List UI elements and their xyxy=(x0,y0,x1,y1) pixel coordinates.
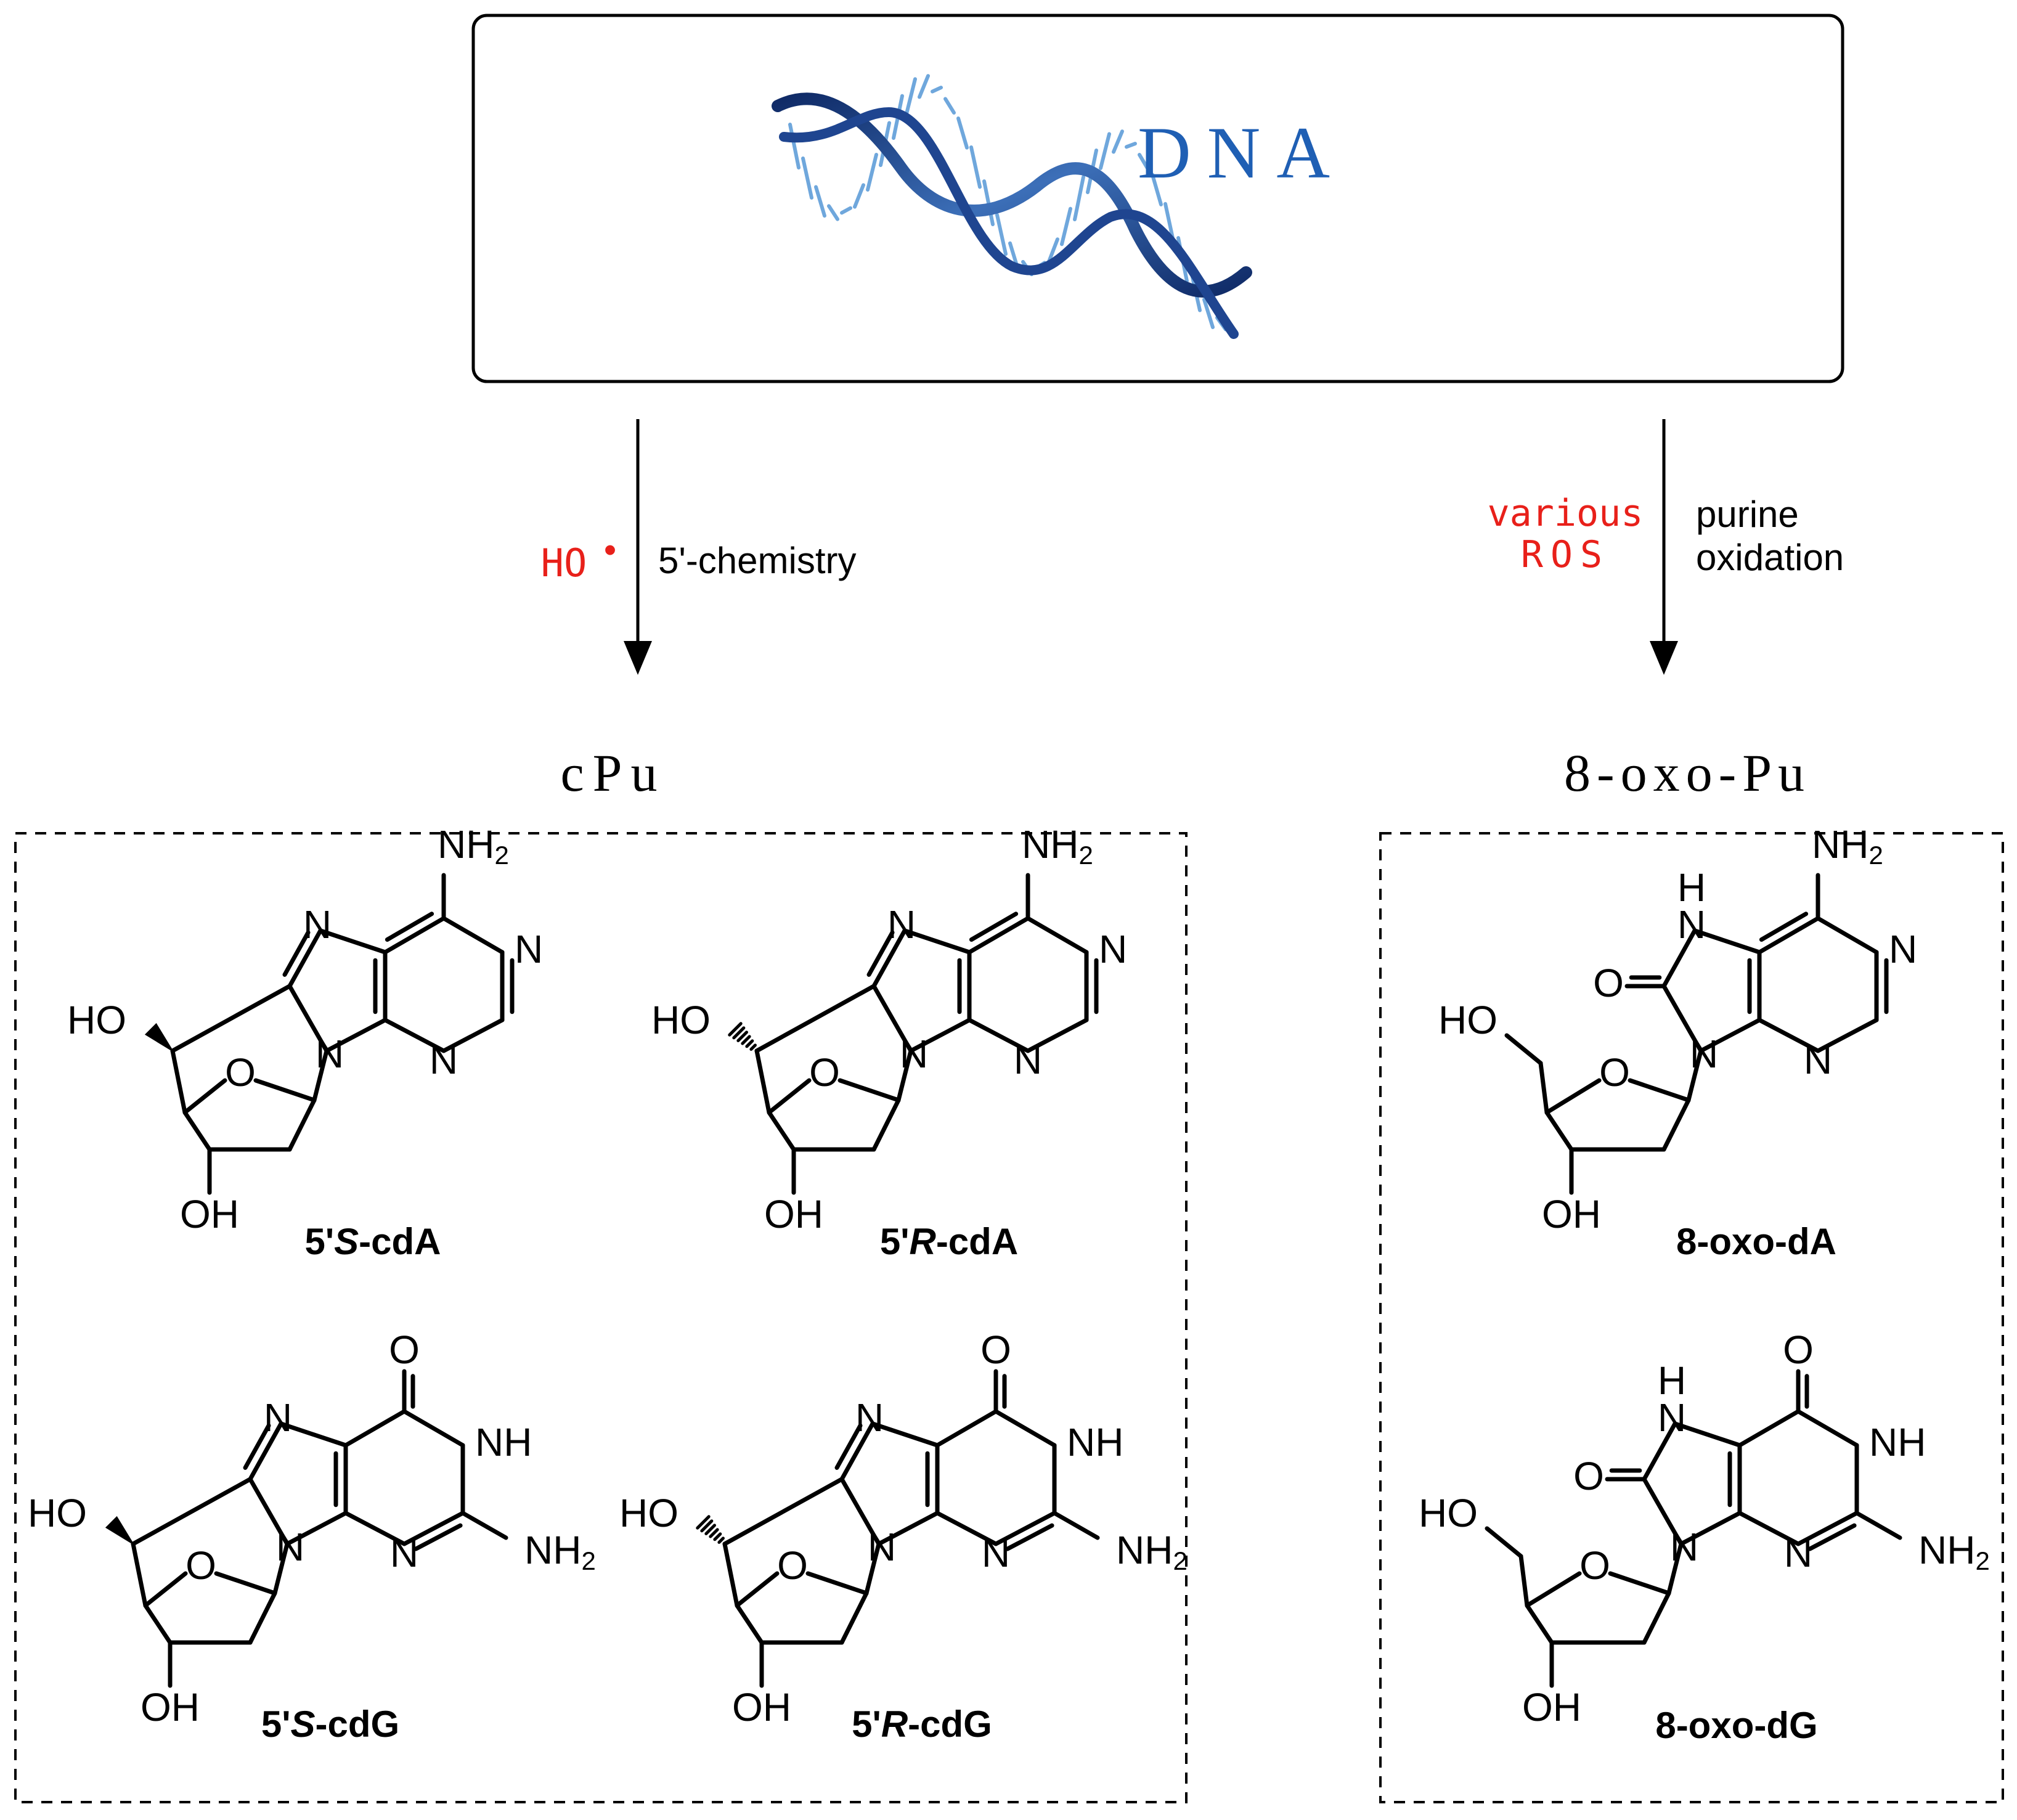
cpu-dashed-box xyxy=(14,832,1188,1803)
ring-oxygen-label: O xyxy=(1579,1543,1610,1588)
carbonyl-oxygen-label: O xyxy=(389,1328,420,1372)
nh-label: NH xyxy=(1067,1420,1123,1464)
n-label: N xyxy=(868,1525,896,1569)
n-label: N xyxy=(1099,927,1127,971)
ring-oxygen-label: O xyxy=(777,1543,808,1588)
oxo-pu-dashed-box xyxy=(1379,832,2004,1803)
ros-reagent-line2: ROS xyxy=(1521,533,1610,576)
molecule-5r-cdg: O NH2 NH N N N O HO OH xyxy=(619,1328,1188,1729)
ring-oxygen-label: O xyxy=(185,1543,216,1588)
nh-label: NH xyxy=(1869,1420,1926,1464)
n-label: N xyxy=(1014,1038,1042,1082)
right-arrow-condition-line2: oxidation xyxy=(1696,537,1844,578)
ring-oxygen-label: O xyxy=(1599,1050,1630,1095)
n-label: N xyxy=(1670,1525,1698,1569)
h-label: H xyxy=(1658,1358,1686,1403)
n-label: N xyxy=(303,902,332,947)
h-label: H xyxy=(1677,865,1706,910)
n-label: N xyxy=(390,1531,418,1575)
right-group-title: 8-oxo-Pu xyxy=(1564,743,1811,802)
radical-dot: • xyxy=(604,530,616,570)
compound-name-5s-cda: 5'S-cdA xyxy=(304,1221,441,1262)
compound-name-5r-cdg: 5'R-cdG xyxy=(852,1704,992,1745)
right-arrow-condition-line1: purine xyxy=(1696,494,1799,535)
molecule-5s-cdg: O NH2 NH N N N O HO OH xyxy=(28,1328,596,1729)
hydroxyl-label: HO xyxy=(28,1491,87,1535)
hydroxyl-label: HO xyxy=(619,1491,678,1535)
n-label: N xyxy=(1677,902,1706,947)
hydroxyl-label: OH xyxy=(1522,1685,1581,1729)
ros-reagent-line1: various xyxy=(1488,492,1644,535)
left-reaction-arrow xyxy=(624,419,652,675)
compound-name-8-oxo-dg: 8-oxo-dG xyxy=(1655,1705,1817,1746)
hydroxyl-radical-reagent: HO xyxy=(541,541,587,586)
hydroxyl-label: HO xyxy=(67,998,126,1042)
compound-name-5s-cdg: 5'S-cdG xyxy=(261,1704,399,1745)
right-reaction-arrow xyxy=(1650,419,1678,675)
n-label: N xyxy=(316,1032,344,1076)
hydroxyl-label: OH xyxy=(180,1192,239,1236)
hydroxyl-label: OH xyxy=(732,1685,791,1729)
hydroxyl-label: HO xyxy=(1438,998,1497,1042)
carbonyl-oxygen-label: O xyxy=(1573,1454,1604,1498)
ring-oxygen-label: O xyxy=(809,1050,840,1095)
amine-label: NH2 xyxy=(524,1528,596,1575)
n-label: N xyxy=(900,1032,928,1076)
dna-box xyxy=(471,14,1844,383)
amine-label: NH2 xyxy=(1918,1528,1990,1575)
n-label: N xyxy=(276,1525,304,1569)
amine-label: NH2 xyxy=(1116,1528,1188,1575)
ring-oxygen-label: O xyxy=(225,1050,256,1095)
n-label: N xyxy=(1658,1395,1686,1440)
left-group-title: cPu xyxy=(561,743,666,802)
amine-label: NH2 xyxy=(438,822,509,870)
hydroxyl-label: HO xyxy=(1419,1491,1478,1535)
left-arrow-condition: 5'-chemistry xyxy=(658,540,857,581)
amine-label: NH2 xyxy=(1022,822,1093,870)
dna-label: DNA xyxy=(1138,112,1346,194)
n-label: N xyxy=(982,1531,1010,1575)
n-label: N xyxy=(1804,1038,1832,1082)
n-label: N xyxy=(887,902,916,947)
n-label: N xyxy=(1889,927,1917,971)
compound-name-8-oxo-da: 8-oxo-dA xyxy=(1676,1221,1836,1262)
carbonyl-oxygen-label: O xyxy=(980,1328,1011,1372)
hydroxyl-label: HO xyxy=(651,998,711,1042)
dna-double-helix-icon xyxy=(772,74,1252,339)
n-label: N xyxy=(1784,1531,1812,1575)
n-label: N xyxy=(1690,1032,1718,1076)
amine-label: NH2 xyxy=(1812,822,1883,870)
carbonyl-oxygen-label: O xyxy=(1593,961,1624,1005)
n-label: N xyxy=(264,1395,292,1440)
n-label: N xyxy=(430,1038,458,1082)
compound-name-5r-cda: 5'R-cdA xyxy=(880,1221,1018,1262)
hydroxyl-label: OH xyxy=(1542,1192,1601,1236)
carbonyl-oxygen-label: O xyxy=(1783,1328,1814,1372)
nh-label: NH xyxy=(475,1420,532,1464)
n-label: N xyxy=(855,1395,884,1440)
hydroxyl-label: OH xyxy=(764,1192,823,1236)
n-label: N xyxy=(515,927,543,971)
hydroxyl-label: OH xyxy=(141,1685,200,1729)
